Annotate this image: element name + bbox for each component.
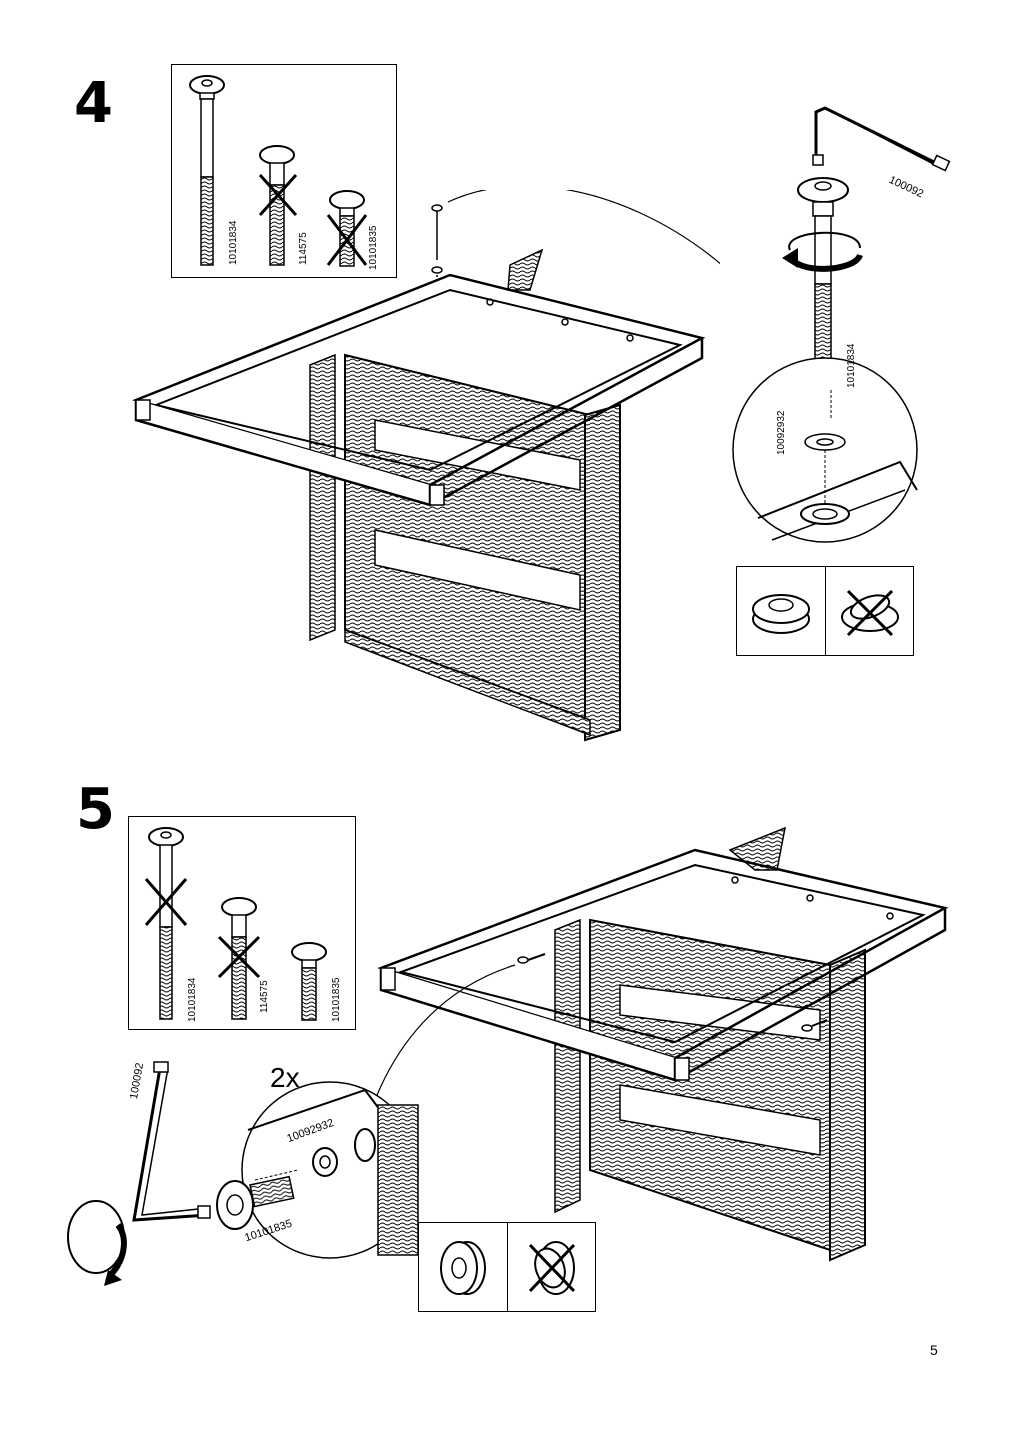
step-4-correct-incorrect-panel [736,566,914,656]
step-5-correct-incorrect-panel [418,1222,596,1312]
step-5-correct-example [419,1223,507,1311]
step-4-bolt-code: 10101834 [846,343,857,389]
step-4-bolts-illustration [189,75,368,267]
step-5-bolts-illustration [144,827,327,1021]
step-5-assembly-illustration [375,826,949,1262]
step-4-detail-illustration [732,106,951,543]
step-5-quantity: 2x [270,1062,300,1093]
step-4-washer-code: 10092932 [776,410,787,456]
step-5-incorrect-example [507,1223,596,1311]
step-4-number: 4 [74,71,113,136]
step-4-incorrect-example [825,567,914,655]
page-number: 5 [930,1342,938,1358]
step-4-correct-example [737,567,825,655]
step-5-number: 5 [76,777,115,842]
step-5-detail-illustration [67,1061,419,1286]
step-5-part-code-2: 114575 [259,980,270,1013]
step-5-parts-box: 10101834 114575 10101835 [128,816,356,1030]
step-4-assembly-illustration [132,190,720,742]
step-5-part-code-3: 10101835 [331,977,342,1023]
step-4-parts-box: 10101834 114575 10101835 [171,64,397,278]
step-5-part-code-1: 10101834 [187,977,198,1023]
